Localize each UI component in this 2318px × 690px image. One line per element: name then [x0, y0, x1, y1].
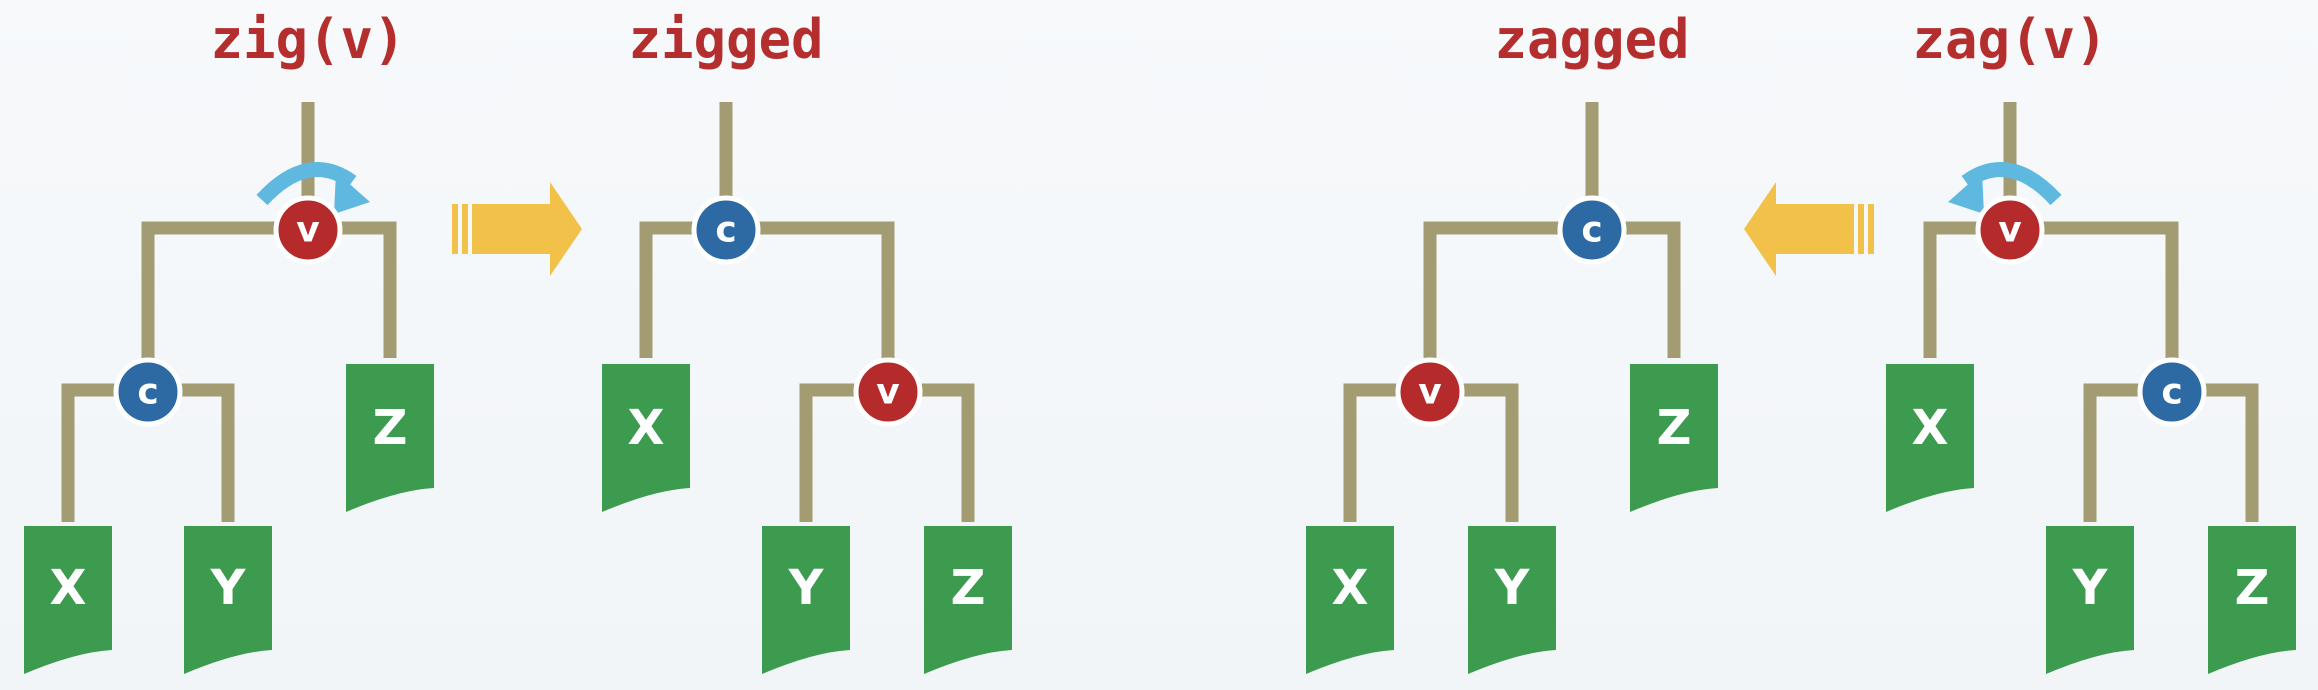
clockwise-rotation-arrow-icon: [256, 162, 370, 214]
edge-v-c: [141, 221, 308, 390]
leaf-x-label: X: [1331, 560, 1368, 616]
leaf-y-label: Y: [1494, 560, 1531, 616]
leaf-y-label: Y: [2072, 560, 2109, 616]
leaf-z-label: Z: [373, 400, 408, 456]
leaf-x: X: [1886, 364, 1974, 512]
zigged-title: zigged: [628, 8, 823, 71]
node-c-label: c: [1581, 210, 1602, 251]
leaf-y-label: Y: [210, 560, 247, 616]
left-arrow-icon: [1744, 182, 1874, 276]
leaf-z-label: Z: [1657, 400, 1692, 456]
node-v-label: v: [1998, 210, 2021, 251]
right-arrow-icon: [452, 182, 582, 276]
zig-title: zig(v): [210, 8, 405, 71]
node-v: v: [1975, 195, 2045, 265]
zag-panel: zag(v) v c X Y Z: [1886, 8, 2296, 674]
node-c-label: c: [715, 210, 736, 251]
leaf-z-label: Z: [2235, 560, 2270, 616]
zag-title: zag(v): [1912, 8, 2107, 71]
leaf-x-label: X: [1911, 400, 1948, 456]
leaf-z: Z: [1630, 364, 1718, 512]
zagged-edges: [1343, 102, 1681, 522]
leaf-y: Y: [1468, 526, 1556, 674]
node-c-label: c: [137, 372, 158, 413]
node-v: v: [273, 195, 343, 265]
leaf-y: Y: [762, 526, 850, 674]
zagged-panel: zagged c v Z X Y: [1306, 8, 1718, 674]
node-c-label: c: [2161, 372, 2182, 413]
leaf-x: X: [24, 526, 112, 674]
counterclockwise-rotation-arrow-icon: [1948, 162, 2062, 214]
edge-v-c: [2010, 221, 2179, 390]
zagged-title: zagged: [1494, 8, 1689, 71]
node-c: c: [691, 195, 761, 265]
leaf-z: Z: [924, 526, 1012, 674]
zigged-edges: [639, 102, 975, 522]
leaf-x: X: [1306, 526, 1394, 674]
leaf-z: Z: [2208, 526, 2296, 674]
leaf-z: Z: [346, 364, 434, 512]
edge-c-v: [1423, 221, 1592, 390]
node-c: c: [113, 357, 183, 427]
leaf-y: Y: [184, 526, 272, 674]
zig-panel: zig(v) v c Z X Y: [24, 8, 434, 674]
leaf-z-label: Z: [951, 560, 986, 616]
node-v: v: [853, 357, 923, 427]
leaf-y-label: Y: [788, 560, 825, 616]
node-c: c: [1557, 195, 1627, 265]
zag-edges: [1923, 102, 2259, 522]
node-v-label: v: [1418, 372, 1441, 413]
edge-c-v: [726, 221, 895, 390]
leaf-x-label: X: [49, 560, 86, 616]
node-v-label: v: [876, 372, 899, 413]
node-c: c: [2137, 357, 2207, 427]
zigged-panel: zigged c v X Y Z: [602, 8, 1012, 674]
leaf-x-label: X: [627, 400, 664, 456]
zig-edges: [61, 102, 397, 522]
leaf-y: Y: [2046, 526, 2134, 674]
node-v: v: [1395, 357, 1465, 427]
node-v-label: v: [296, 210, 319, 251]
leaf-x: X: [602, 364, 690, 512]
